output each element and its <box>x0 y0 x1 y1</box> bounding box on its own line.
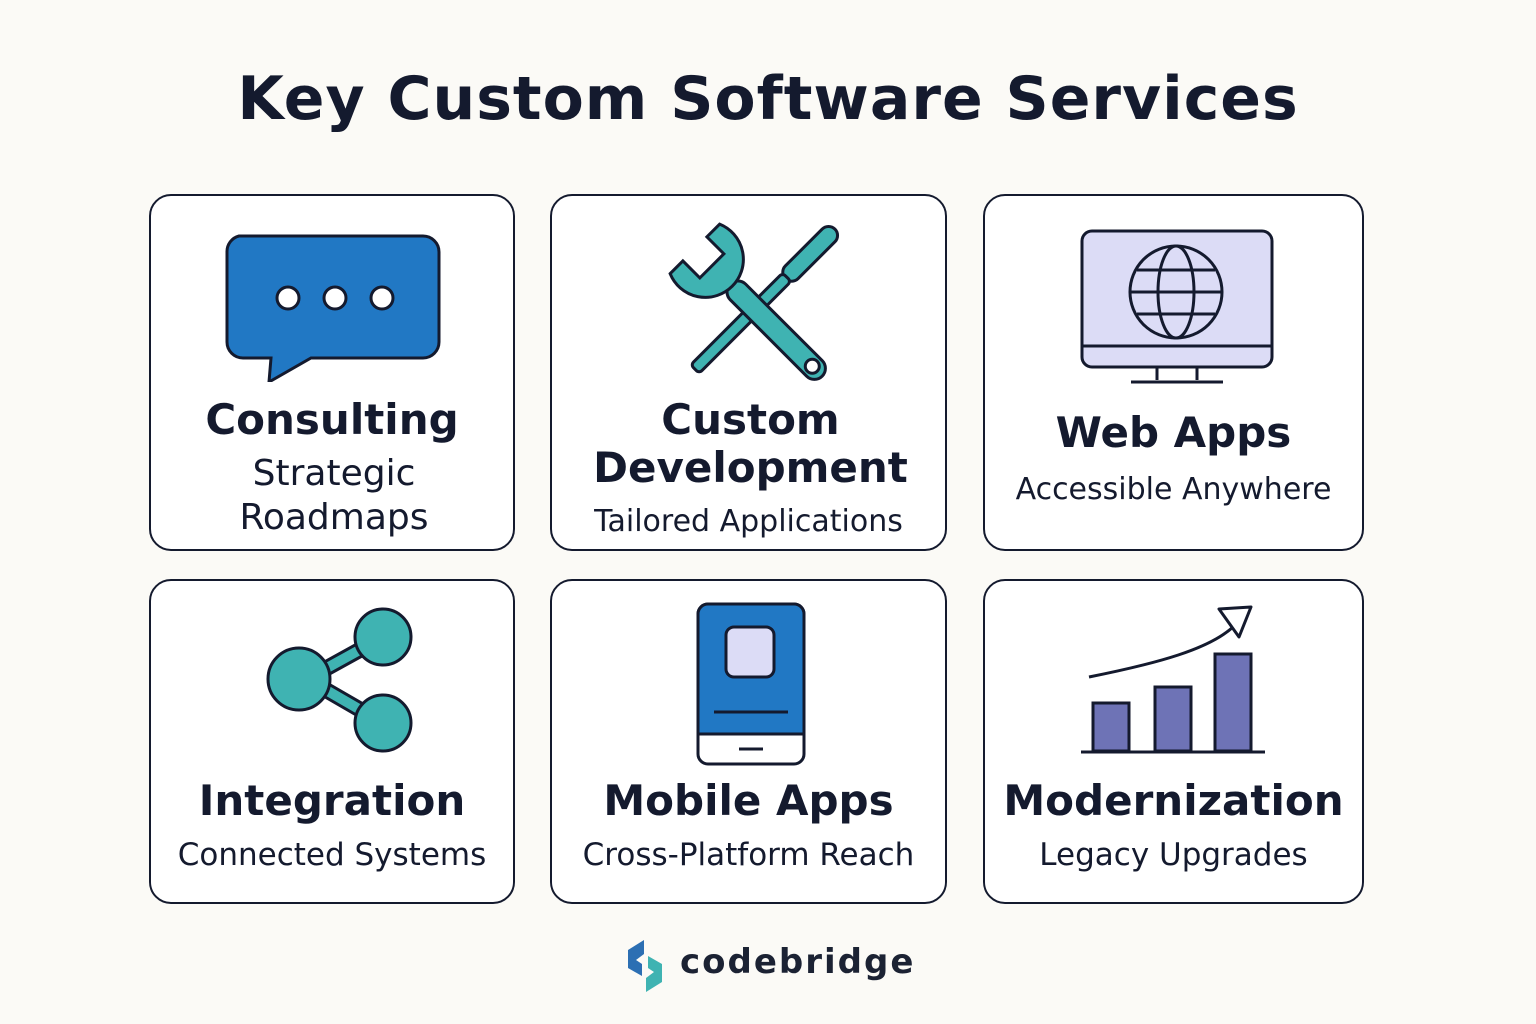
page-title: Key Custom Software Services <box>237 64 1299 134</box>
service-card-mobile-apps: Mobile Apps Cross-Platform Reach <box>550 579 947 904</box>
card-title: Custom Development <box>593 395 908 492</box>
monitor-globe-icon <box>1080 229 1274 384</box>
share-nodes-icon <box>266 607 413 753</box>
mobile-phone-icon <box>696 602 806 766</box>
card-subtitle: Cross-Platform Reach <box>582 837 915 873</box>
service-card-web-apps: Web Apps Accessible Anywhere <box>983 194 1364 551</box>
card-title: Consulting <box>205 395 459 444</box>
wrench-screwdriver-icon <box>668 222 840 381</box>
service-card-custom-development: Custom Development Tailored Applications <box>550 194 947 551</box>
card-subtitle: Connected Systems <box>177 837 487 873</box>
service-card-integration: Integration Connected Systems <box>149 579 515 904</box>
card-subtitle: Accessible Anywhere <box>1015 472 1332 507</box>
card-subtitle: Tailored Applications <box>594 504 903 539</box>
service-card-modernization: Modernization Legacy Upgrades <box>983 579 1364 904</box>
card-title: Integration <box>198 776 466 825</box>
chat-bubble-icon <box>225 234 441 382</box>
card-subtitle: Legacy Upgrades <box>1039 837 1308 873</box>
service-card-consulting: Consulting Strategic Roadmaps <box>149 194 515 551</box>
codebridge-logo-icon <box>628 940 662 992</box>
card-subtitle: Strategic Roadmaps <box>239 453 429 538</box>
card-title: Modernization <box>1003 776 1344 825</box>
growth-chart-icon <box>1081 605 1265 754</box>
brand-name: codebridge <box>680 942 916 982</box>
card-title: Mobile Apps <box>603 776 894 825</box>
card-title: Web Apps <box>1055 408 1292 457</box>
